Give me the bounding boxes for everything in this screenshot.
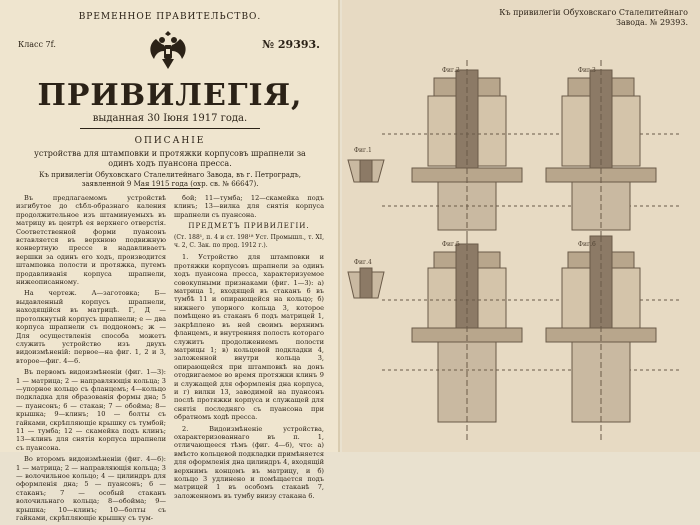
paragraph: бой; 11—тумба; 12—скамейка подъ клинъ; 1… xyxy=(174,194,324,219)
figure-3-assembly xyxy=(545,60,657,250)
figure-label: Фиг.5 xyxy=(442,241,460,248)
claim-1: 1. Устройство для штамповки и протяжки к… xyxy=(174,253,324,422)
paragraph: Въ предлагаемомъ устройствѣ изгибутое до… xyxy=(16,194,166,287)
drawing-page: Къ привилегіи Обуховскаго Сталелитейнаго… xyxy=(342,0,700,452)
figure-label: Фиг.3 xyxy=(578,67,596,74)
figure-label: Фиг.6 xyxy=(578,241,596,248)
class-label: Класс 7f. xyxy=(18,40,56,49)
figure-4-part xyxy=(347,267,385,299)
text-page: ВРЕМЕННОЕ ПРАВИТЕЛЬСТВО. Класс 7f. № 293… xyxy=(0,0,340,522)
claims-heading: ПРЕДМЕТЪ ПРИВИЛЕГІИ. xyxy=(188,222,310,231)
claims-reference: (Ст. 188¹, п. 4 и ст. 198¹⁸ Уст. Промышл… xyxy=(174,233,324,250)
technical-drawing: Фиг.1 Фиг.2 Фиг.3 Фиг.4 Фиг.5 Фиг.6 xyxy=(347,60,682,440)
patent-subject: устройства для штамповки и протяжки корп… xyxy=(34,149,306,168)
patent-title: ПРИВИЛЕГІЯ, xyxy=(37,78,303,113)
paragraph: Во второмъ видоизмѣненіи (фиг. 4—6): 1 —… xyxy=(16,455,166,523)
patent-number: № 29393. xyxy=(262,38,320,51)
patent-holder: Къ привилегіи Обуховскаго Сталелитейнаго… xyxy=(39,171,301,188)
figure-label: Фиг.1 xyxy=(354,147,372,154)
drawing-header: Къ привилегіи Обуховскаго Сталелитейнаго… xyxy=(499,8,688,27)
figure-2-assembly xyxy=(382,60,682,250)
figure-6-assembly xyxy=(545,235,657,440)
text-column-right: бой; 11—тумба; 12—скамейка подъ клинъ; 1… xyxy=(174,194,324,503)
issue-date: выданная 30 Іюня 1917 года. xyxy=(92,113,248,124)
paragraph: Въ первомъ видоизмѣненіи (фиг. 1—3): 1 —… xyxy=(16,368,166,452)
description-heading: ОПИСАНІЕ xyxy=(134,136,206,146)
figure-label: Фиг.2 xyxy=(442,67,460,74)
government-header: ВРЕМЕННОЕ ПРАВИТЕЛЬСТВО. xyxy=(78,12,262,22)
figure-5-assembly xyxy=(382,236,682,440)
section-rule xyxy=(140,188,200,189)
title-rule xyxy=(80,128,260,129)
figure-1-part xyxy=(347,159,385,183)
figure-label: Фиг.4 xyxy=(354,259,372,266)
paragraph: На чертеж. А—заготовка; Б—выдавленный ко… xyxy=(16,289,166,365)
text-column-left: Въ предлагаемомъ устройствѣ изгибутое до… xyxy=(16,194,166,525)
double-headed-eagle-emblem xyxy=(150,31,186,69)
claim-2: 2. Видоизмѣненіе устройства, охарактериз… xyxy=(174,424,324,500)
